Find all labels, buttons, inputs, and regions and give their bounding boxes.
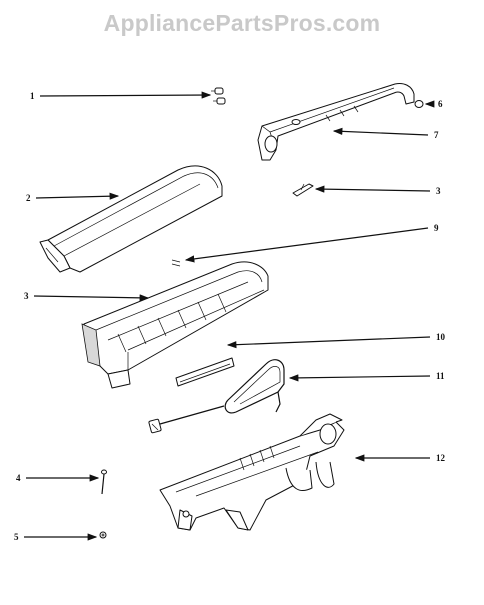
part-12-housing bbox=[159, 413, 345, 531]
part-5-washer bbox=[99, 531, 107, 539]
callout-line-2 bbox=[35, 192, 120, 200]
part-10-strip bbox=[175, 357, 235, 387]
part-6-ring bbox=[414, 100, 424, 108]
callout-line-3-upper bbox=[314, 185, 431, 193]
callout-12: 12 bbox=[436, 453, 446, 463]
callout-1: 1 bbox=[30, 91, 35, 101]
callout-line-7 bbox=[332, 127, 429, 136]
callout-6: 6 bbox=[438, 99, 443, 109]
watermark: AppliancePartsPros.com bbox=[103, 10, 381, 36]
part-3-clip bbox=[292, 183, 314, 197]
part-7-bracket bbox=[257, 83, 415, 161]
part-4-screw bbox=[101, 469, 107, 495]
part-9-spring bbox=[171, 259, 181, 267]
callout-3-upper: 3 bbox=[436, 186, 441, 196]
part-3-mold bbox=[81, 261, 269, 389]
part-11-heater bbox=[148, 359, 285, 434]
callout-line-11 bbox=[288, 374, 431, 382]
callout-9: 9 bbox=[434, 223, 439, 233]
callout-3: 3 bbox=[24, 291, 29, 301]
callout-line-3 bbox=[33, 294, 150, 302]
callout-10: 10 bbox=[436, 332, 446, 342]
callout-5: 5 bbox=[14, 532, 19, 542]
callout-2: 2 bbox=[26, 193, 31, 203]
callout-11: 11 bbox=[436, 371, 445, 381]
part-1-screws bbox=[211, 87, 226, 105]
callout-4: 4 bbox=[16, 473, 21, 483]
callout-line-10 bbox=[226, 336, 431, 349]
callout-line-9 bbox=[184, 227, 429, 263]
callout-line-1 bbox=[39, 91, 212, 99]
part-2-cover bbox=[39, 165, 223, 273]
callout-7: 7 bbox=[434, 130, 439, 140]
